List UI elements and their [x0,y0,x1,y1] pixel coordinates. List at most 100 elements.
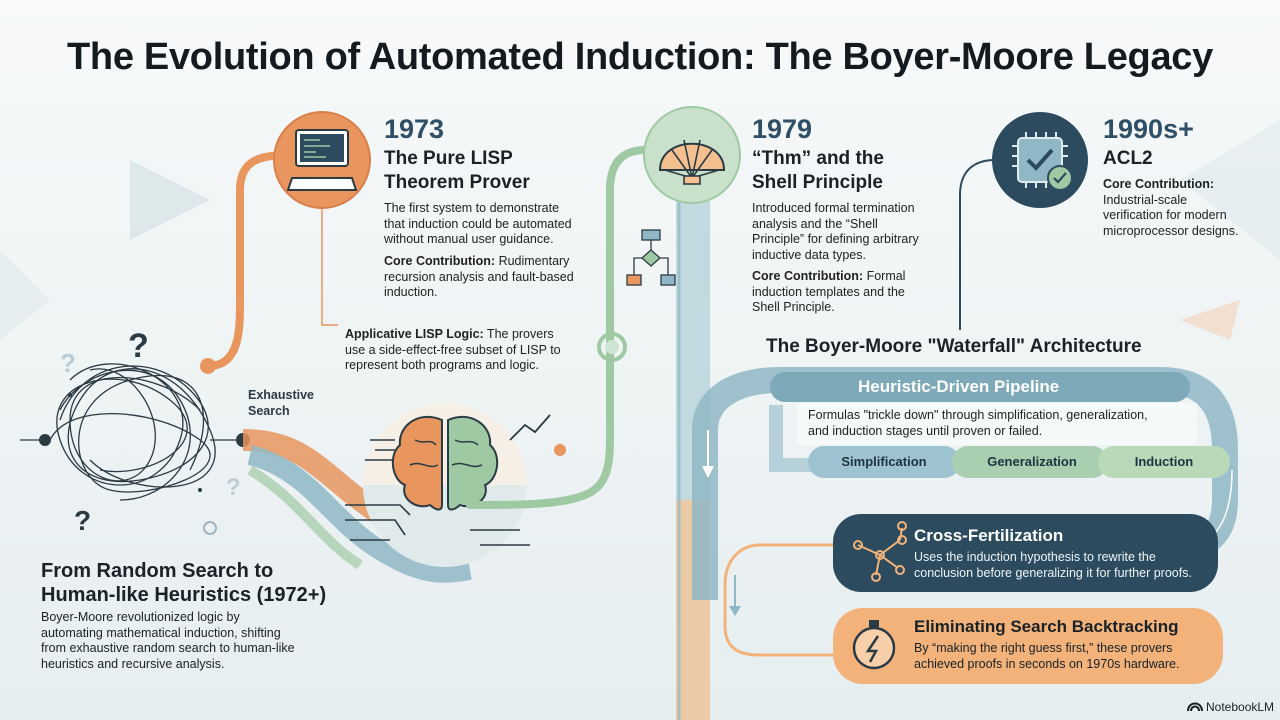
milestone-1979-contribution: Core Contribution: Formal induction temp… [752,269,952,316]
milestone-1990s-contribution: Core Contribution: Industrial-scale veri… [1103,177,1273,239]
intro-line: heuristics and recursive analysis. [41,656,225,671]
path-node [597,332,627,362]
tangle-node [39,434,51,446]
exhaustive-search-label: Exhaustive Search [248,388,314,419]
contribution-line: recursion analysis and fault-based [384,269,574,284]
year-1990s: 1990s+ [1103,114,1194,144]
intro-heading-line: Human-like Heuristics (1972+) [41,584,327,606]
desc-line: that induction could be automated [384,216,572,231]
label-line: Exhaustive [248,388,315,402]
contribution-line: Industrial-scale [1103,192,1188,207]
label-line: Search [248,403,290,418]
milestone-1979-title: “Thm” and the Shell Principle [752,147,884,195]
milestone-title-line: The Pure LISP [384,148,513,169]
brand-label: NotebookLM [1206,700,1275,714]
return-loop [723,543,840,657]
intro-line: from exhaustive random search to human-l… [41,641,295,655]
stage-pill-generalization [952,446,1108,478]
pipeline-header-band [770,372,1190,402]
pipeline-line: and induction stages until proven or fai… [808,423,1043,438]
stopwatch-icon [852,620,896,670]
lisp-logic-note: Applicative LISP Logic: The provers use … [345,327,585,374]
intro-line: Boyer-Moore revolutionized logic by [41,610,240,624]
backtrack-line: achieved proofs in seconds on 1970s hard… [914,657,1180,671]
cross-line: Uses the induction hypothesis to rewrite… [914,550,1156,564]
notebooklm-logo-icon [1187,702,1203,712]
contribution-label: Core Contribution: [752,269,864,283]
leader-line [321,205,338,326]
stage-pill-simplification [808,446,960,478]
lisp-note-line: The provers [483,327,554,341]
desc-line: without manual user guidance. [384,232,554,246]
question-mark-icon: ? [128,327,149,365]
lisp-note-line: use a side-effect-free subset of LISP to [345,342,561,357]
contribution-label: Core Contribution: [1103,177,1215,191]
cross-line: conclusion before generalizing it for fu… [914,566,1192,580]
milestone-title-line: “Thm” and the [752,148,884,169]
year-1973: 1973 [384,114,445,144]
waterfall-heading: The Boyer-Moore "Waterfall" Architecture [766,336,1142,357]
deco-triangle-2 [0,250,50,340]
milestone-1973-contribution: Core Contribution: Rudimentary recursion… [384,254,604,301]
flowchart-icon [626,229,676,286]
pipeline-description: Formulas "trickle down" through simplifi… [808,408,1198,439]
page-title: The Evolution of Automated Induction: Th… [67,36,1213,78]
milestone-1973-title: The Pure LISP Theorem Prover [384,147,530,195]
network-icon [853,521,907,582]
path-1990s [959,159,996,330]
lisp-note-line: represent both programs and logic. [345,358,539,372]
intro-heading-line: From Random Search to [41,560,274,582]
backtracking-text: By “making the right guess first,” these… [914,640,1214,672]
question-mark-icon: ? [60,348,76,378]
circuit-lines [345,439,530,546]
deco-circle [203,521,217,535]
cross-fertilization-box [833,514,1218,592]
tangle-illustration [20,363,240,501]
intro-text: Boyer-Moore revolutionized logic by auto… [41,610,341,672]
stage-pill-induction [1098,446,1230,478]
desc-line: analysis and the “Shell [752,216,878,231]
deco-triangle-4 [1180,120,1280,260]
backtracking-title: Eliminating Search Backtracking [914,617,1179,636]
stage-induction: Induction [1134,454,1194,469]
year-1979: 1979 [752,114,813,144]
chip-check-icon [992,112,1088,208]
deco-triangle-3 [1180,300,1240,340]
contribution-line: Shell Principle. [752,300,835,314]
lisp-note-label: Applicative LISP Logic: [345,327,484,341]
path-1979 [466,146,649,509]
milestone-1979-description: Introduced formal termination analysis a… [752,201,952,263]
contribution-line: Rudimentary [495,254,570,268]
backtrack-line: By “making the right guess first,” these… [914,641,1173,655]
desc-line: The first system to demonstrate [384,201,560,215]
computer-icon [273,111,371,209]
flow-band-teal [247,445,472,583]
cross-fertilization-text: Uses the induction hypothesis to rewrite… [914,549,1214,581]
question-mark-icon: ? [226,474,241,501]
stage-simplification: Simplification [841,454,927,469]
question-mark-icon: ? [74,505,91,536]
milestone-1990s-title: ACL2 [1103,148,1153,169]
path-node [200,358,216,374]
intro-heading: From Random Search to Human-like Heurist… [41,559,326,607]
shell-icon [643,106,741,204]
contribution-line: microprocessor designs. [1103,223,1239,238]
cross-fertilization-title: Cross-Fertilization [914,526,1064,545]
backtracking-box [833,608,1223,684]
contribution-line: Formal [863,269,906,283]
path-1973 [204,151,294,370]
stage-generalization: Generalization [987,454,1077,469]
contribution-label: Core Contribution: [384,254,496,268]
pipeline-line: Formulas "trickle down" through simplifi… [808,408,1148,422]
contribution-line: induction templates and the [752,284,905,299]
flow-band-green [247,465,363,570]
pipeline-title: Heuristic-Driven Pipeline [858,377,1060,396]
milestone-1973-description: The first system to demonstrate that ind… [384,201,604,248]
desc-line: inductive data types. [752,247,866,262]
intro-line: automating mathematical induction, shift… [41,625,281,640]
desc-line: Introduced formal termination [752,201,915,215]
deco-triangle [130,160,210,240]
contribution-line: verification for modern [1103,208,1227,222]
